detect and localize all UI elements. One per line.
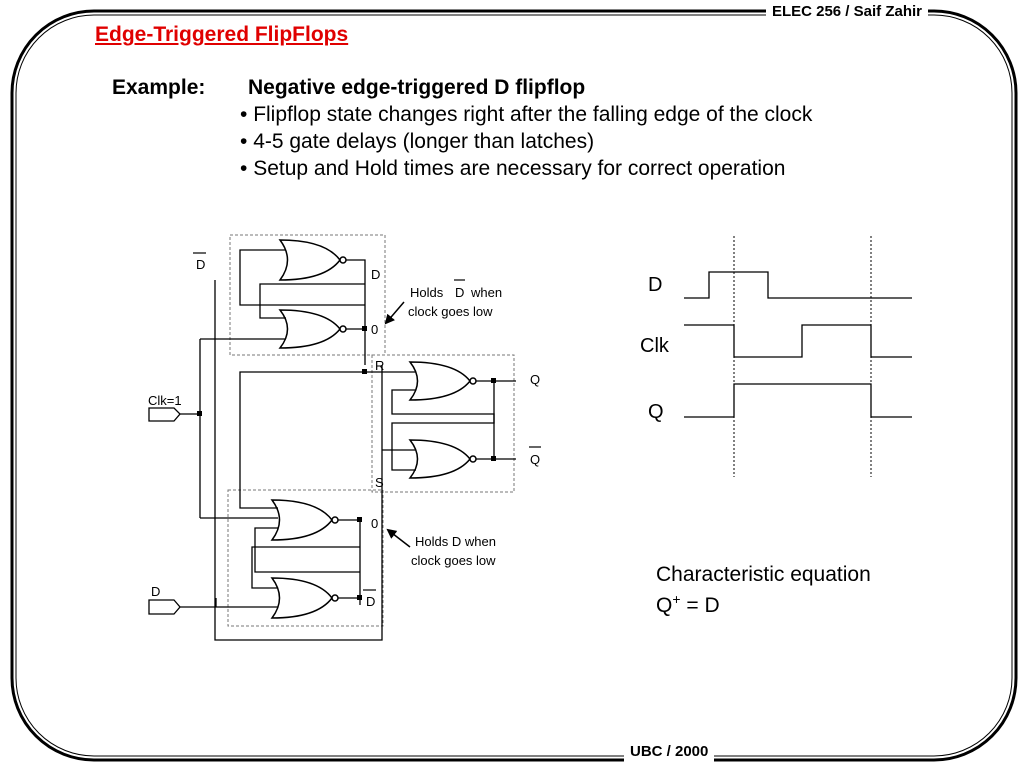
d-input-pin	[148, 599, 181, 615]
timing-diagram: D Clk Q	[640, 236, 912, 477]
equation-formula: Q+ = D	[656, 591, 720, 617]
nor-gate-4	[408, 439, 477, 479]
header-course: ELEC 256 / Saif Zahir	[765, 2, 928, 22]
clk-input-label: Clk=1	[148, 393, 182, 408]
arrow-bottom	[386, 528, 411, 548]
nor-gate-5	[270, 499, 339, 541]
nor-gate-3	[408, 361, 477, 401]
bullet-item: Setup and Hold times are necessary for c…	[240, 155, 812, 182]
dbar-top-label: D	[196, 257, 205, 272]
nor-gate-1	[278, 239, 347, 281]
slide-title: Edge-Triggered FlipFlops	[95, 23, 349, 46]
d-input-label: D	[151, 584, 160, 599]
footer-label: UBC / 2000	[624, 742, 715, 762]
bullet-item: 4-5 gate delays (longer than latches)	[240, 128, 812, 155]
timing-label-q: Q	[648, 401, 664, 423]
q-output-label: Q	[530, 372, 540, 387]
zero-bottom-label: 0	[371, 516, 378, 531]
d-top-label: D	[371, 267, 380, 282]
holds-top-note-4: clock goes low	[408, 304, 493, 319]
s-label: S	[375, 475, 384, 490]
clk-input-pin	[148, 407, 181, 422]
holds-top-note-3: when	[470, 285, 502, 300]
dbar-bottom-label: D	[366, 594, 375, 609]
qbar-output-label: Q	[530, 452, 540, 467]
example-heading: Negative edge-triggered D flipflop	[248, 76, 586, 99]
junction-dots	[197, 326, 496, 600]
timing-label-d: D	[648, 274, 662, 296]
bullet-item: Flipflop state changes right after the f…	[240, 101, 812, 128]
holds-bottom-note-1: Holds D when	[415, 534, 496, 549]
timing-label-clk: Clk	[640, 335, 670, 357]
holds-top-note-1: Holds	[410, 285, 444, 300]
characteristic-equation: Characteristic equation Q+ = D	[656, 563, 871, 618]
clk-waveform	[684, 324, 912, 358]
d-waveform	[684, 271, 912, 299]
bullet-list: Flipflop state changes right after the f…	[240, 101, 812, 182]
nor-gate-6	[270, 577, 339, 619]
equation-title: Characteristic equation	[656, 563, 871, 586]
holds-top-note-d: D	[455, 285, 464, 300]
zero-top-label: 0	[371, 322, 378, 337]
arrow-top	[384, 301, 405, 325]
q-waveform	[684, 383, 912, 418]
holds-bottom-note-2: clock goes low	[411, 553, 496, 568]
dashed-boxes	[227, 234, 515, 627]
r-label: R	[375, 358, 384, 373]
nor-gate-2	[278, 309, 347, 349]
example-label: Example:	[112, 76, 206, 99]
